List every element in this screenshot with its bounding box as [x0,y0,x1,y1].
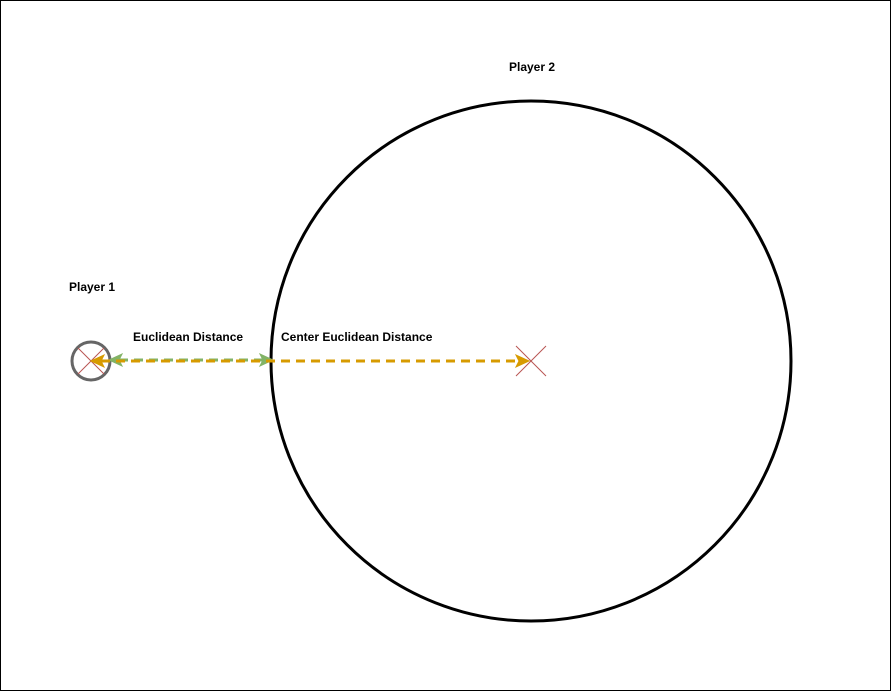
center-euclidean-distance-arrow [89,353,531,369]
player2-center-x-icon [515,345,547,377]
player2-label: Player 2 [509,60,556,74]
center-euclidean-distance-label: Center Euclidean Distance [281,330,433,344]
euclidean-distance-label: Euclidean Distance [133,330,244,344]
player1-label: Player 1 [69,280,116,294]
